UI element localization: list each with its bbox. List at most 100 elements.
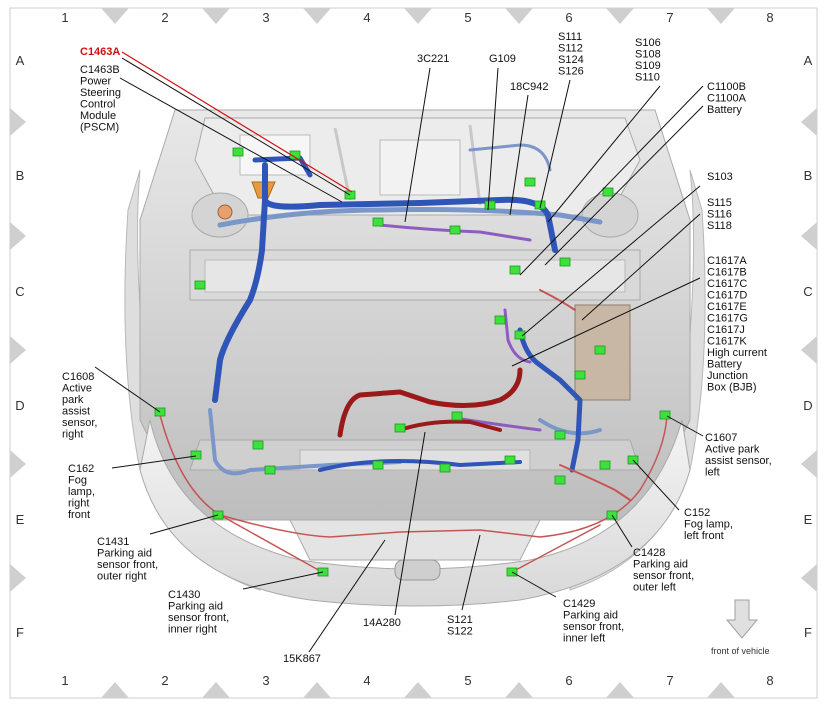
grid-column-label: 5 bbox=[464, 10, 471, 25]
grid-row-label: C bbox=[15, 284, 24, 299]
label-line: C1429 bbox=[563, 598, 595, 610]
leader-line bbox=[539, 79, 571, 209]
connector bbox=[574, 370, 586, 380]
label-18c942: 18C942 bbox=[510, 81, 549, 93]
label-line: S109 bbox=[635, 60, 661, 72]
frame-tick bbox=[505, 682, 533, 698]
connector bbox=[534, 200, 546, 210]
connector bbox=[599, 460, 611, 470]
frame-tick bbox=[10, 450, 26, 478]
harnesses bbox=[159, 143, 668, 573]
label-line: C162 bbox=[68, 463, 94, 475]
label-line: park bbox=[62, 394, 84, 406]
label-line: sensor front, bbox=[633, 570, 694, 582]
frame-tick bbox=[10, 108, 26, 136]
label-line: S126 bbox=[558, 66, 584, 78]
frame-tick bbox=[801, 564, 817, 592]
connector bbox=[372, 460, 384, 470]
leader-line bbox=[111, 455, 197, 469]
grid-row-label: A bbox=[804, 53, 813, 68]
label-line: Battery bbox=[707, 359, 742, 371]
label-line: sensor front, bbox=[563, 621, 624, 633]
leader-line bbox=[308, 539, 386, 653]
front-of-vehicle-indicator: front of vehicle bbox=[711, 599, 770, 656]
grid-column-label: 7 bbox=[666, 10, 673, 25]
grid-row-label: E bbox=[16, 512, 25, 527]
leader-line bbox=[666, 415, 704, 437]
label-line: C1617D bbox=[707, 290, 747, 302]
label-line: C1617J bbox=[707, 324, 745, 336]
label-14a280: 14A280 bbox=[363, 617, 401, 629]
leader-line bbox=[394, 431, 426, 616]
label-line: S112 bbox=[558, 43, 583, 55]
grid-column-label: 4 bbox=[363, 673, 370, 688]
frame-tick bbox=[101, 8, 129, 24]
connector bbox=[449, 225, 461, 235]
grid-column-label: 2 bbox=[161, 10, 168, 25]
label-line: outer left bbox=[633, 582, 676, 594]
grid-row-label: B bbox=[16, 168, 25, 183]
label-line: Parking aid bbox=[633, 559, 688, 571]
frame-tick bbox=[202, 682, 230, 698]
label-line: S108 bbox=[635, 49, 661, 61]
connector bbox=[559, 257, 571, 267]
label-line: Power bbox=[80, 76, 112, 88]
label-line: S106 bbox=[635, 37, 661, 49]
grid-column-label: 7 bbox=[666, 673, 673, 688]
label-line: sensor front, bbox=[97, 559, 158, 571]
leader-line bbox=[242, 571, 324, 590]
frame-tick bbox=[606, 682, 634, 698]
connector bbox=[509, 265, 521, 275]
grid-column-label: 6 bbox=[565, 10, 572, 25]
frame-tick bbox=[801, 450, 817, 478]
grid-row-label: D bbox=[15, 398, 24, 413]
label-line: inner left bbox=[563, 633, 605, 645]
label-line: C1617C bbox=[707, 278, 747, 290]
label-line: Fog lamp, bbox=[684, 519, 733, 531]
grid-column-label: 4 bbox=[363, 10, 370, 25]
grid-row-label: E bbox=[804, 512, 813, 527]
leader-line bbox=[404, 67, 431, 223]
grid-row-label: B bbox=[804, 168, 813, 183]
connector bbox=[514, 330, 526, 340]
leader-line-highlight bbox=[121, 51, 353, 193]
connector bbox=[289, 150, 301, 160]
label-line: sensor, bbox=[62, 417, 97, 429]
label-line: Junction bbox=[707, 370, 748, 382]
frame-tick bbox=[10, 222, 26, 250]
leader-line bbox=[632, 459, 680, 511]
label-line: Parking aid bbox=[97, 548, 152, 560]
label-line: Active park bbox=[705, 444, 760, 456]
label-line: Active bbox=[62, 383, 92, 395]
grid-column-label: 1 bbox=[61, 673, 68, 688]
arrow-down-icon bbox=[725, 599, 759, 639]
label-line: Steering bbox=[80, 87, 121, 99]
connector bbox=[659, 410, 671, 420]
label-line: right bbox=[62, 429, 83, 441]
frame-tick bbox=[404, 682, 432, 698]
leader-lines bbox=[94, 51, 704, 653]
grid-column-label: 8 bbox=[766, 10, 773, 25]
frame-tick bbox=[10, 564, 26, 592]
leader-line bbox=[119, 77, 343, 203]
connector bbox=[439, 463, 451, 473]
label-line: left bbox=[705, 467, 720, 479]
label-line: C1617B bbox=[707, 267, 747, 279]
connector bbox=[504, 455, 516, 465]
grid-column-label: 5 bbox=[464, 673, 471, 688]
grid-column-label: 6 bbox=[565, 673, 572, 688]
connector bbox=[494, 315, 506, 325]
label-line: S111 bbox=[558, 31, 582, 43]
label-c1463a: C1463A bbox=[80, 46, 120, 58]
leader-line bbox=[121, 57, 351, 196]
frame-tick bbox=[10, 336, 26, 364]
